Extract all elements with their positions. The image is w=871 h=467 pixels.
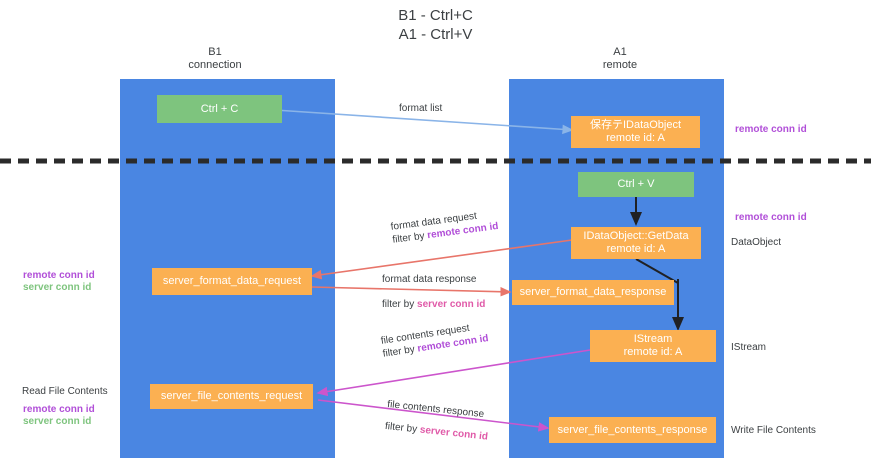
title-line-2: A1 - Ctrl+V [398, 26, 473, 43]
annotation-left-remote-conn-id-1: remote conn id [23, 270, 95, 281]
node-ctrl-v-label: Ctrl + V [617, 178, 655, 190]
annotation-read-file-contents: Read File Contents [22, 386, 108, 397]
node-getdata-label: IDataObject::GetData [583, 230, 689, 242]
annotation-right-remote-conn-id-2: remote conn id [735, 212, 807, 223]
filter-prefix: filter by [382, 343, 419, 360]
column-header-b1-name: B1 [208, 46, 222, 58]
node-server-file-contents-request[interactable]: server_file_contents_request [150, 384, 313, 409]
edge-label-format-data-request: format data request filter by remote con… [390, 207, 499, 247]
edge-label-format-list-text: format list [399, 103, 443, 114]
edge-label-file-contents-response-text: file contents response [386, 398, 485, 421]
edge-label-format-list: format list [399, 102, 442, 115]
filter-prefix: filter by [384, 420, 421, 436]
node-idataobject-label: 保存テIDataObject [589, 119, 682, 131]
node-server-format-data-request[interactable]: server_format_data_request [152, 268, 312, 295]
node-ctrl-c-label: Ctrl + C [200, 102, 239, 115]
node-ctrl-c[interactable]: Ctrl + C [157, 95, 282, 123]
annotation-istream: IStream [731, 342, 767, 353]
filter-prefix: filter by [382, 299, 418, 310]
edge-label-file-contents-request: file contents request filter by remote c… [380, 319, 489, 360]
node-server-format-data-response[interactable]: server_format_data_response [512, 280, 674, 305]
filter-key-server-conn-id: server conn id [419, 424, 489, 443]
node-server-file-contents-response[interactable]: server_file_contents_response [549, 417, 716, 443]
column-header-a1: A1 remote [560, 46, 680, 72]
edge-label-format-data-response-filter: filter by server conn id [382, 298, 485, 311]
node-server-file-contents-request-label: server_file_contents_request [160, 390, 303, 402]
edge-label-format-data-response-text: format data response [382, 274, 477, 285]
edge-label-format-data-response: format data response filter by server co… [382, 273, 485, 311]
annotation-left-server-conn-id-1: server conn id [23, 282, 92, 293]
node-server-format-data-request-label: server_format_data_request [162, 275, 302, 287]
column-header-b1-subtitle: connection [188, 59, 242, 71]
node-istream-sub: remote id: A [623, 346, 683, 358]
column-header-b1: B1 connection [155, 46, 275, 72]
column-header-a1-name: A1 [613, 46, 627, 58]
filter-key-server-conn-id: server conn id [417, 299, 486, 310]
annotation-left-remote-conn-id-2: remote conn id [23, 404, 95, 415]
column-header-a1-subtitle: remote [602, 59, 638, 71]
node-server-file-contents-response-label: server_file_contents_response [557, 423, 708, 436]
edge-label-file-contents-response: file contents response filter by server … [384, 398, 490, 444]
node-server-format-data-response-label: server_format_data_response [519, 286, 667, 298]
annotation-right-remote-conn-id-1: remote conn id [735, 124, 807, 135]
node-idataobject[interactable]: 保存テIDataObject remote id: A [571, 116, 700, 148]
node-ctrl-v[interactable]: Ctrl + V [578, 172, 694, 197]
filter-prefix: filter by [391, 230, 428, 246]
diagram-title: B1 - Ctrl+C A1 - Ctrl+V [0, 6, 871, 44]
annotation-left-server-conn-id-2: server conn id [23, 416, 92, 427]
node-istream-label: IStream [633, 333, 673, 345]
node-idataobject-getdata[interactable]: IDataObject::GetData remote id: A [571, 227, 701, 259]
node-idataobject-sub: remote id: A [606, 132, 665, 144]
annotation-write-file-contents: Write File Contents [731, 425, 816, 436]
edge-label-file-contents-response-filter: filter by server conn id [384, 420, 488, 444]
node-getdata-sub: remote id: A [606, 243, 666, 255]
annotation-dataobject: DataObject [731, 237, 782, 248]
node-istream[interactable]: IStream remote id: A [590, 330, 716, 362]
title-line-1: B1 - Ctrl+C [398, 7, 473, 24]
